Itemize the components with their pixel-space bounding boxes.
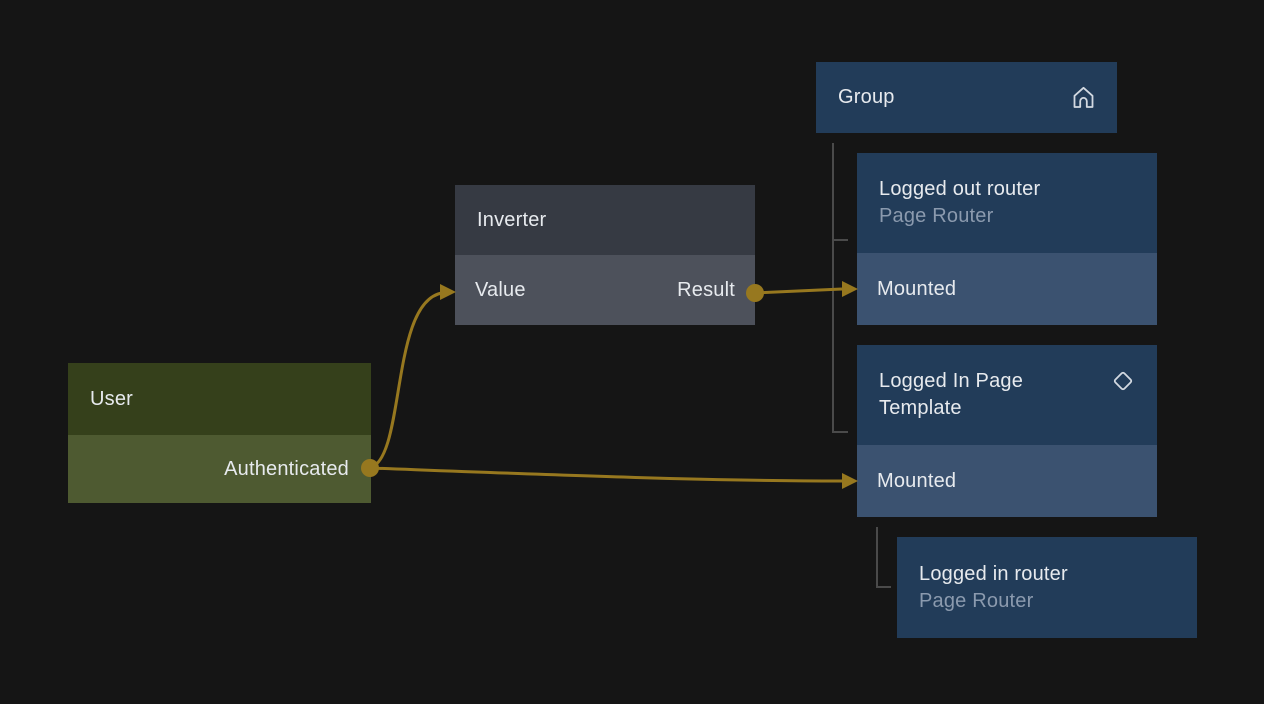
node-inverter-ports[interactable]: Value Result	[455, 255, 755, 325]
template-child-tree-line	[876, 527, 891, 588]
port-label: Mounted	[877, 469, 957, 492]
node-title: Logged out router	[879, 178, 1041, 200]
node-inverter[interactable]: Inverter Value Result	[455, 185, 755, 325]
node-user-header[interactable]: User	[68, 363, 371, 435]
node-logged-in-router-header[interactable]: Logged in router Page Router	[897, 537, 1197, 638]
node-user[interactable]: User Authenticated	[68, 363, 371, 503]
port-mounted[interactable]: Mounted	[857, 253, 1157, 325]
input-port-value[interactable]: Value	[475, 278, 526, 301]
arrowhead-icon	[440, 284, 456, 300]
wire-result-to-mounted[interactable]	[754, 281, 858, 297]
node-title: Group	[838, 86, 895, 108]
node-inverter-header[interactable]: Inverter	[455, 185, 755, 255]
node-logged-in-router[interactable]: Logged in router Page Router	[897, 537, 1197, 638]
wire-authenticated-to-value[interactable]	[369, 284, 456, 470]
arrowhead-icon	[842, 281, 858, 297]
output-port-result[interactable]: Result	[677, 278, 735, 301]
node-logged-in-page-template[interactable]: Logged In Page Template Mounted	[857, 345, 1157, 517]
node-title: Logged in router	[919, 562, 1068, 585]
port-mounted[interactable]: Mounted	[857, 445, 1157, 517]
node-logged-out-router-header[interactable]: Logged out router Page Router	[857, 153, 1157, 253]
node-logged-in-page-template-header[interactable]: Logged In Page Template	[857, 345, 1157, 445]
port-label: Authenticated	[224, 457, 349, 480]
node-subtitle: Page Router	[879, 205, 994, 227]
home-icon	[1070, 84, 1097, 111]
arrowhead-icon	[842, 473, 858, 489]
node-subtitle: Page Router	[919, 589, 1034, 612]
node-title: User	[90, 387, 134, 410]
node-group-header[interactable]: Group	[816, 62, 1117, 133]
node-title: Inverter	[477, 208, 547, 231]
result-port-dot[interactable]	[746, 284, 764, 302]
node-title: Logged In Page Template	[879, 370, 1024, 419]
output-port-authenticated[interactable]: Authenticated	[68, 435, 371, 503]
node-group[interactable]: Group	[816, 62, 1117, 133]
diamond-icon	[1109, 367, 1137, 395]
port-label: Mounted	[877, 277, 957, 300]
authenticated-port-dot[interactable]	[361, 459, 379, 477]
node-logged-out-router[interactable]: Logged out router Page Router Mounted	[857, 153, 1157, 325]
wire-authenticated-to-mounted[interactable]	[369, 466, 858, 489]
